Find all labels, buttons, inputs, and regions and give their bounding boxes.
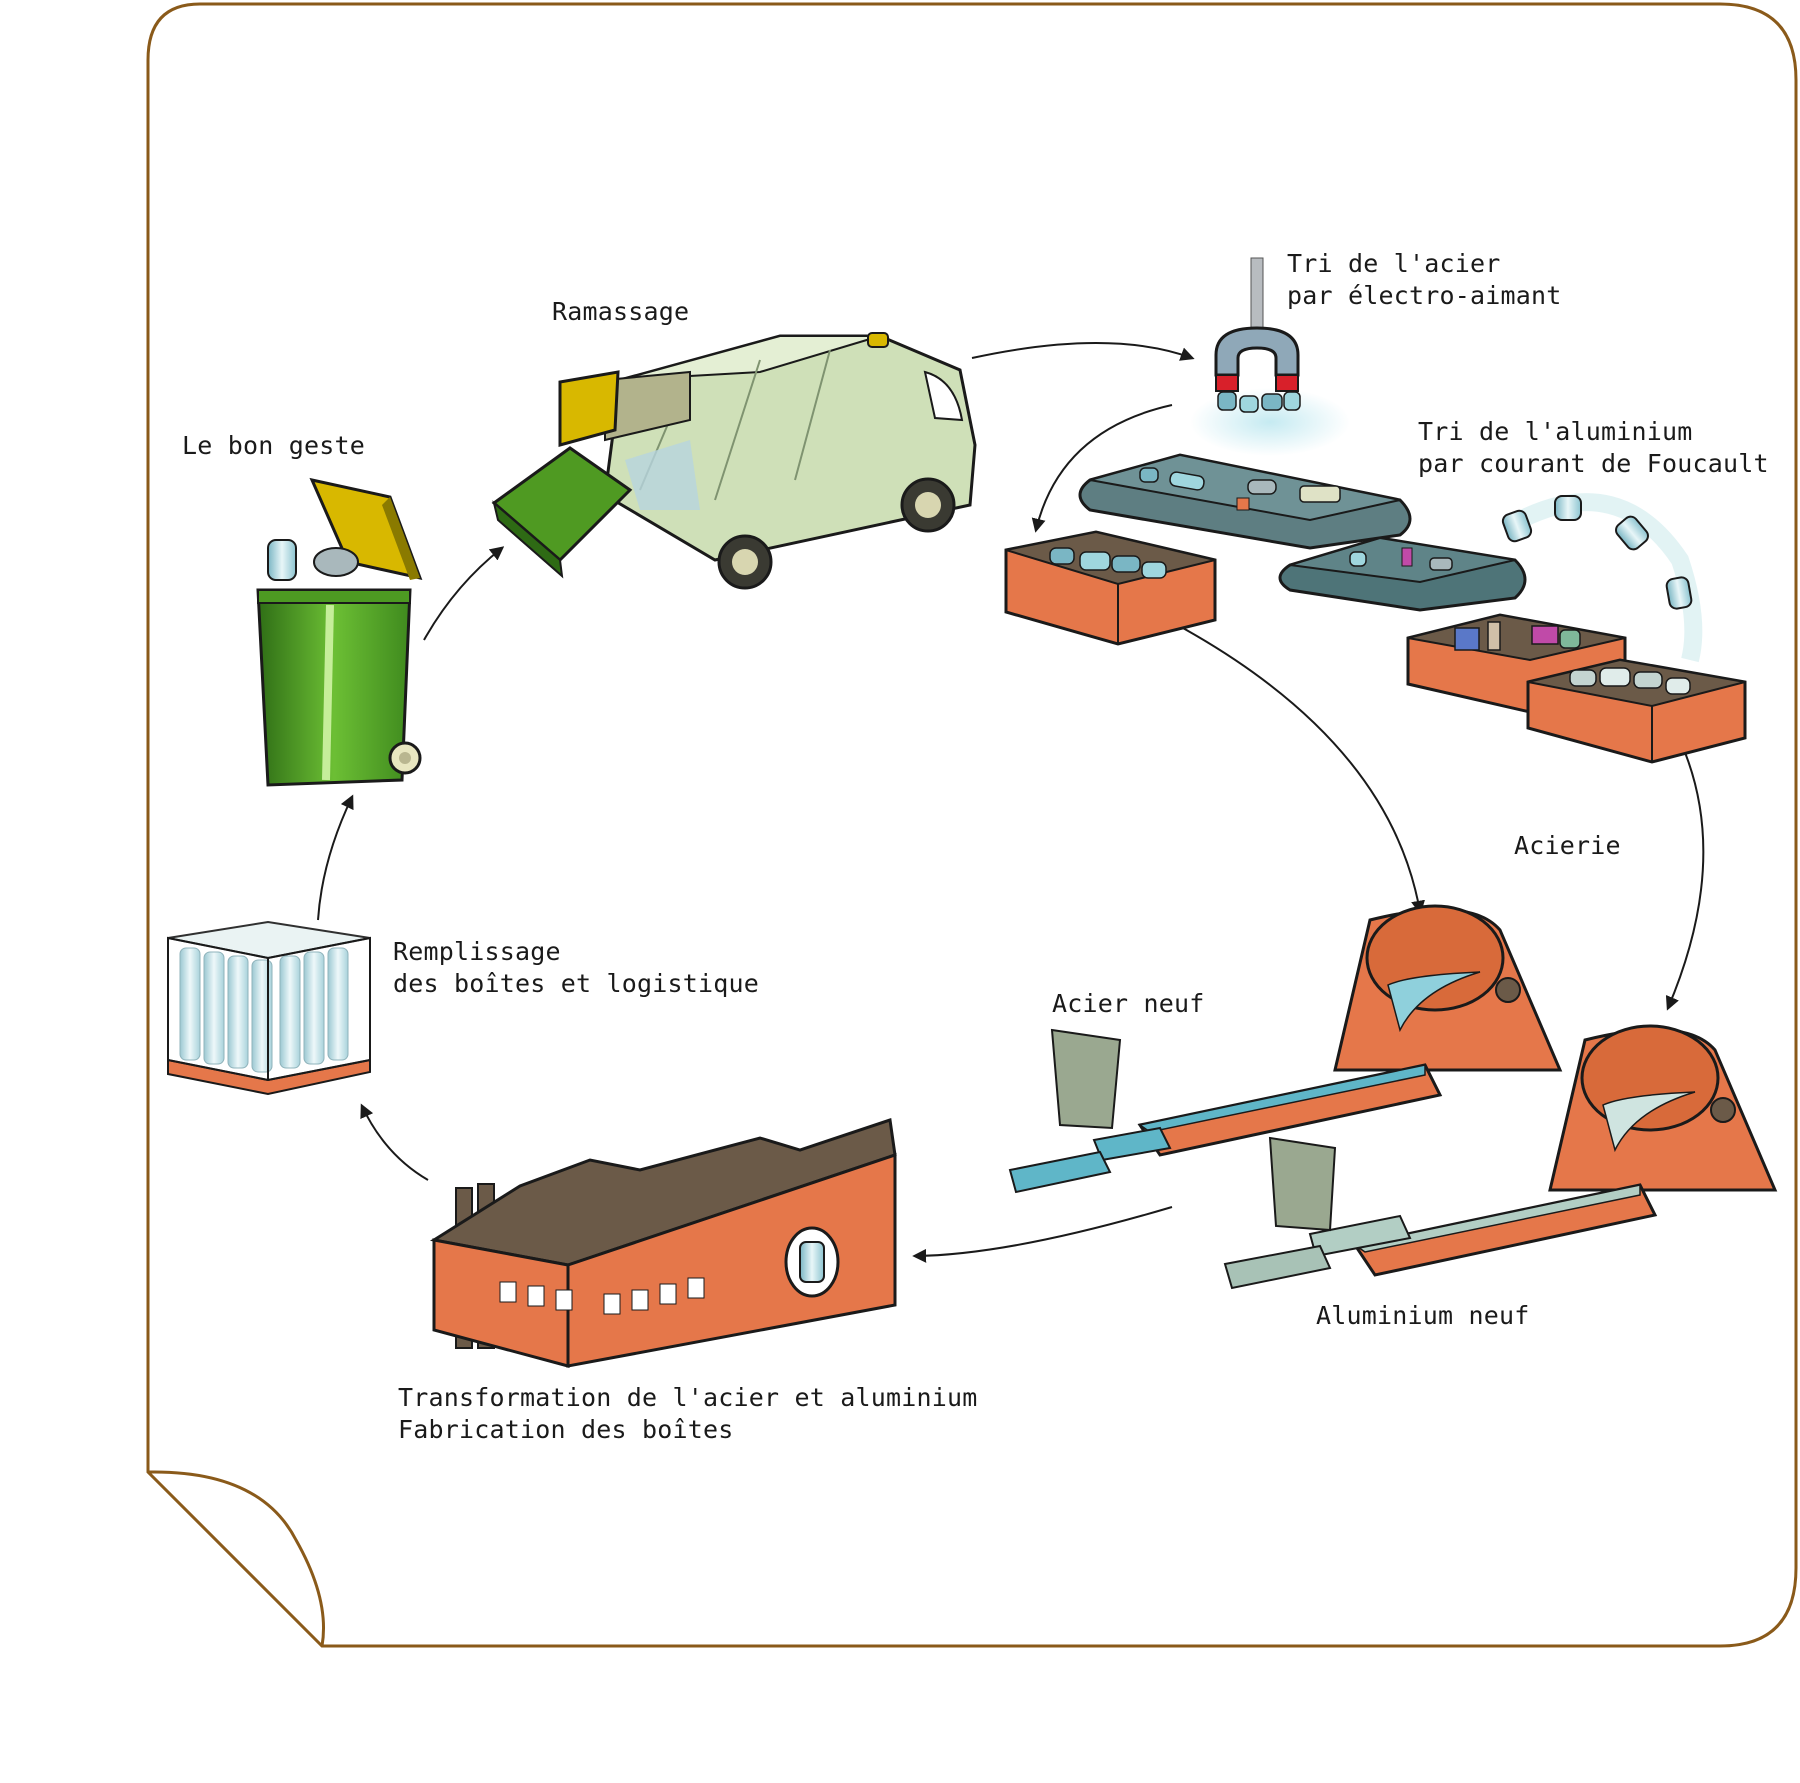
- steel-crate-illustration: [1004, 530, 1217, 646]
- arrow-steelworks-to-factory: [912, 1206, 1173, 1263]
- label-remplissage: Remplissage des boîtes et logistique: [393, 936, 759, 1000]
- arrow-steel-crate-to-steelworks: [1171, 621, 1425, 915]
- label-tri-acier: Tri de l'acier par électro-aimant: [1287, 248, 1562, 312]
- label-remplissage-line1: Remplissage: [393, 937, 561, 966]
- arrow-pallet-to-bin: [317, 794, 354, 921]
- wheelie-bin-illustration: [256, 477, 423, 787]
- label-tri-acier-line2: par électro-aimant: [1287, 281, 1562, 310]
- label-tri-acier-line1: Tri de l'acier: [1287, 249, 1501, 278]
- label-acierie: Acierie: [1514, 831, 1621, 860]
- arrow-factory-to-pallet: [360, 1103, 429, 1181]
- conveyor-belt-lower: [1278, 536, 1527, 612]
- label-remplissage-line2: des boîtes et logistique: [393, 969, 760, 998]
- garbage-truck-illustration: [491, 332, 977, 590]
- label-tri-aluminium-line1: Tri de l'aluminium: [1418, 417, 1693, 446]
- label-acier-neuf: Acier neuf: [1052, 989, 1205, 1018]
- label-tri-aluminium: Tri de l'aluminium par courant de Foucau…: [1418, 416, 1769, 480]
- label-transformation-line2: Fabrication des boîtes: [398, 1415, 734, 1444]
- factory-illustration: [429, 1118, 897, 1368]
- ejected-aluminium-cans: [1501, 493, 1703, 663]
- aluminium-casting-line-illustration: [1223, 1024, 1778, 1290]
- label-le-bon-geste: Le bon geste: [182, 431, 366, 460]
- electromagnet-illustration: [1190, 257, 1350, 456]
- label-transformation: Transformation de l'acier et aluminium F…: [398, 1382, 978, 1446]
- pallet-illustration: [167, 920, 371, 1096]
- arrow-bin-to-truck: [423, 546, 505, 641]
- aluminium-crate-illustration: [1526, 658, 1747, 764]
- steel-casting-line-illustration: [1008, 904, 1563, 1194]
- label-transformation-line1: Transformation de l'acier et aluminium: [398, 1383, 978, 1412]
- conveyor-belt-upper: [1078, 453, 1412, 550]
- arrow-magnet-to-steel-crate: [1031, 404, 1173, 533]
- cycle-arrows: [317, 342, 1705, 1263]
- arrow-alu-crate-to-steelworks: [1665, 729, 1705, 1011]
- label-tri-aluminium-line2: par courant de Foucault: [1418, 449, 1769, 478]
- arrow-truck-to-magnet: [971, 342, 1195, 361]
- label-aluminium-neuf: Aluminium neuf: [1316, 1301, 1530, 1330]
- label-ramassage: Ramassage: [552, 297, 690, 326]
